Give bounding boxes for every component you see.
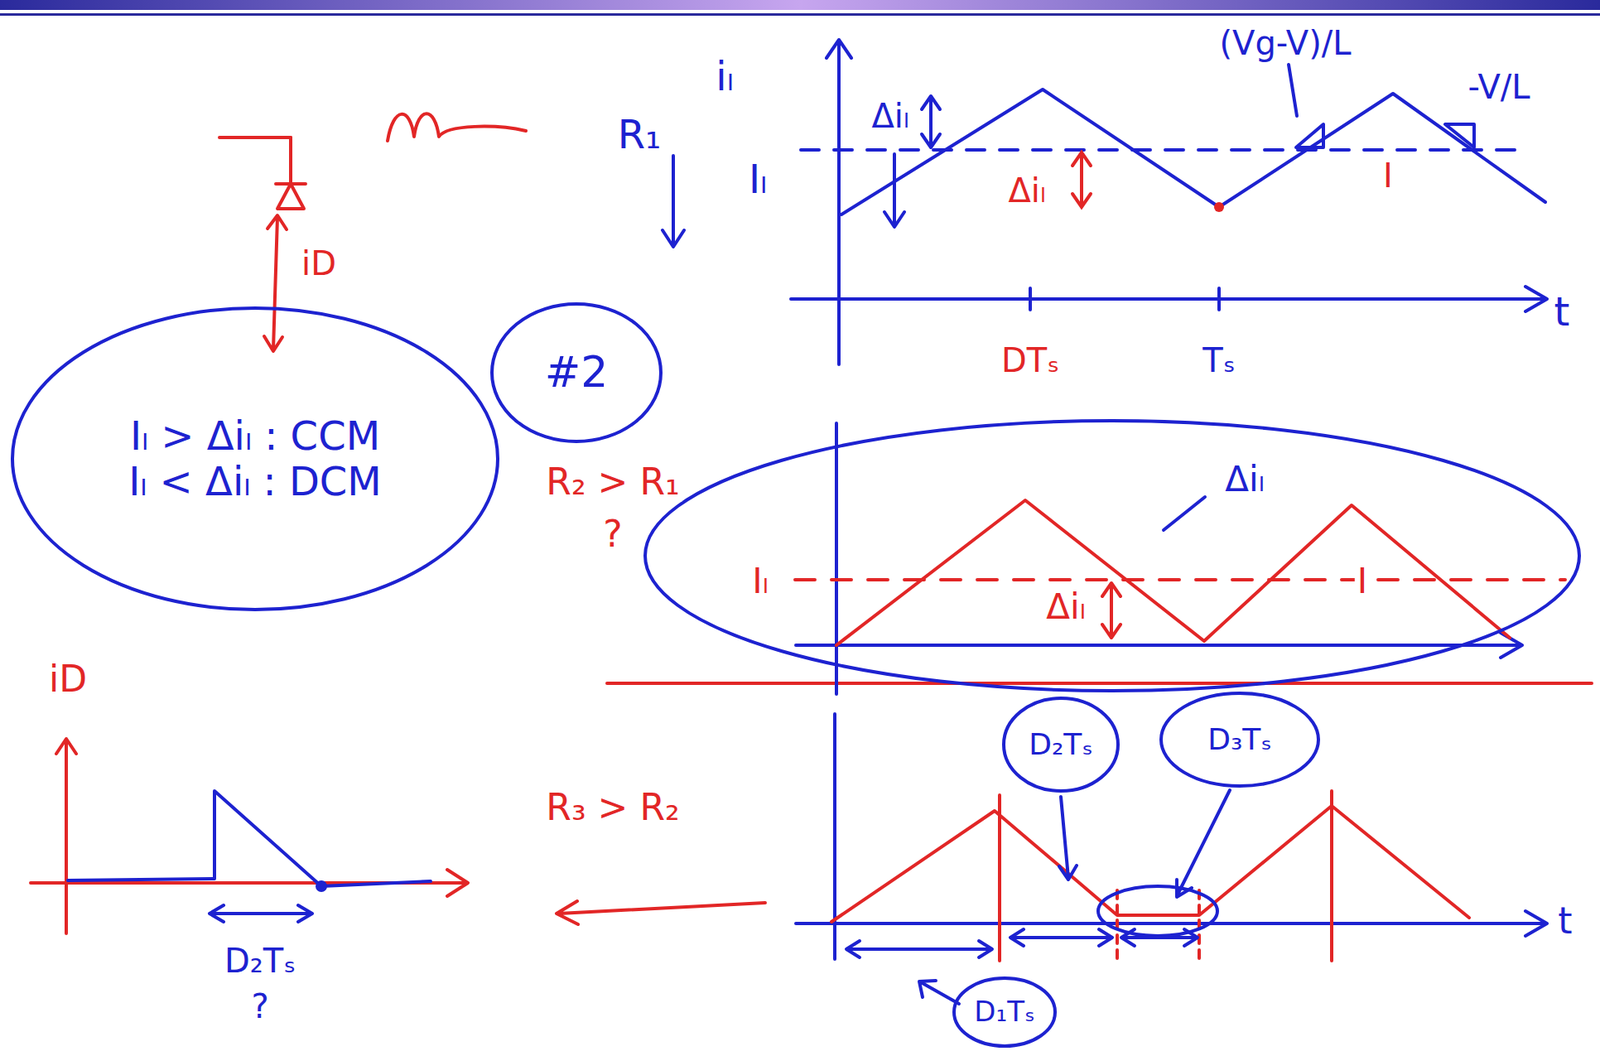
node-text: Iₗ < Δiₗ : DCM bbox=[128, 458, 382, 505]
ellipse-shape bbox=[491, 303, 661, 442]
node-text: I bbox=[1354, 561, 1370, 602]
ellipse-shape bbox=[12, 308, 498, 610]
node-text: D₁Tₛ bbox=[973, 995, 1035, 1028]
ellipse-region: IₗΔiₗΔiₗI bbox=[642, 418, 1582, 694]
node-text: Iₗ > Δiₗ : CCM bbox=[130, 413, 381, 459]
header-rule bbox=[0, 13, 1600, 16]
handwritten-label: iD bbox=[298, 245, 339, 282]
node-text: #2 bbox=[544, 347, 609, 398]
handwritten-label: I bbox=[1380, 157, 1396, 194]
ellipse-region: D₂Tₛ bbox=[1001, 695, 1121, 794]
handwritten-label: t bbox=[1555, 901, 1575, 941]
valley-dot bbox=[1214, 202, 1225, 213]
handwritten-label: ? bbox=[600, 514, 625, 555]
handwritten-label: Iₗ bbox=[746, 157, 770, 202]
node-text: Δiₗ bbox=[1222, 459, 1267, 500]
ellipse-region: #2 bbox=[489, 301, 664, 444]
ellipse-outline bbox=[642, 418, 1582, 694]
handwritten-label: iₗ bbox=[713, 54, 736, 99]
circuit-sketch bbox=[219, 113, 526, 352]
node-text: Δiₗ bbox=[1043, 587, 1088, 627]
handwritten-label: R₁ bbox=[615, 112, 665, 157]
handwritten-label: Tₛ bbox=[1200, 342, 1238, 379]
node-text: Iₗ bbox=[749, 561, 771, 602]
diode-current-plot bbox=[30, 738, 468, 934]
ellipse-shape bbox=[954, 978, 1056, 1046]
ellipse-shape bbox=[645, 420, 1580, 691]
ellipse-region: D₃Tₛ bbox=[1158, 690, 1321, 789]
ellipse-shape bbox=[1161, 693, 1319, 786]
zero-point-dot bbox=[315, 880, 328, 892]
handwritten-label: R₃ > R₂ bbox=[543, 787, 682, 828]
handwritten-label: ? bbox=[248, 987, 271, 1025]
handwritten-label: DTₛ bbox=[998, 342, 1062, 379]
header-bar bbox=[0, 0, 1600, 10]
handwritten-label: -V/L bbox=[1465, 68, 1533, 106]
ellipse-shape bbox=[1003, 698, 1119, 791]
node-text: D₂Tₛ bbox=[1028, 727, 1094, 762]
handwritten-label: iD bbox=[46, 659, 90, 699]
top-plot-red-marks bbox=[1072, 152, 1091, 208]
handwritten-label: D₂Tₛ bbox=[221, 942, 299, 979]
middle-plot bbox=[607, 423, 1592, 694]
ellipse-region: D₁Tₛ bbox=[951, 975, 1058, 1049]
handwritten-label: Δiₗ bbox=[868, 97, 911, 135]
bottom-plot bbox=[556, 713, 1547, 1004]
node-text: D₃Tₛ bbox=[1207, 722, 1273, 757]
handwritten-label: Δiₗ bbox=[1005, 172, 1048, 209]
handwritten-label: (Vg-V)/L bbox=[1216, 24, 1354, 62]
handwritten-label: t bbox=[1551, 289, 1573, 334]
ellipse-region: Iₗ > Δiₗ : CCMIₗ < Δiₗ : DCM bbox=[9, 305, 501, 613]
top-plot bbox=[662, 39, 1547, 365]
handwritten-label: R₂ > R₁ bbox=[543, 462, 682, 502]
